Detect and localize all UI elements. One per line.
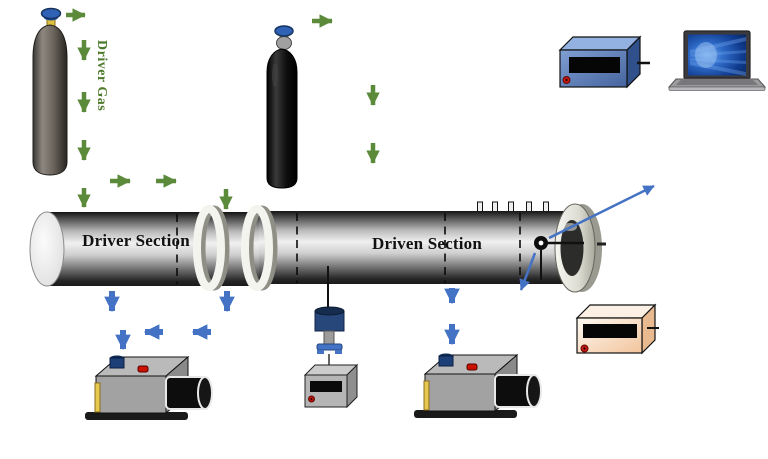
pump-motor-end <box>197 376 213 410</box>
driver-section-label: Driver Section <box>82 231 190 250</box>
vacuum-gauge <box>303 266 359 409</box>
pump-base <box>85 412 188 420</box>
power-button-center <box>565 78 568 82</box>
gauge-controller <box>303 363 359 409</box>
driven-section-tube <box>259 211 571 284</box>
flange-ring <box>241 205 273 291</box>
pump-handle <box>423 380 430 411</box>
gauge-head-top <box>314 306 345 316</box>
gauge-clamp-foot <box>335 350 342 354</box>
pump-switch-icon <box>137 365 149 373</box>
pump-inlet-cap <box>109 357 125 369</box>
oscilloscope-screen <box>569 57 620 73</box>
driver-gas-label: Driver Gas <box>94 40 109 112</box>
amplifier-box <box>575 303 659 355</box>
pump-inlet-cap <box>438 355 454 367</box>
valve-body <box>276 36 292 50</box>
laptop-computer <box>667 30 767 91</box>
gas-flow-arrows <box>66 8 380 210</box>
power-button-center <box>583 347 586 350</box>
laptop-front-lip <box>668 86 766 91</box>
vacuum-flow-arrows <box>104 288 460 351</box>
driver-gas-cylinder <box>32 7 68 176</box>
pump-front <box>95 375 167 414</box>
laptop-hinge <box>684 77 750 79</box>
sensor-center <box>538 240 544 246</box>
vacuum-pump-2 <box>414 353 542 418</box>
controller-display <box>310 381 342 392</box>
signal-arrow-to-computer-icon <box>548 184 655 240</box>
pump-handle <box>94 382 101 413</box>
driven-gas-cylinder <box>266 25 298 189</box>
pump-front <box>424 373 496 412</box>
pressure-sensor <box>534 236 584 280</box>
gauge-stem <box>323 330 335 345</box>
laptop-screen <box>688 34 746 76</box>
valve-handwheel-icon <box>40 7 62 20</box>
pump-switch-icon <box>466 363 478 371</box>
diaphragm-flange-1 <box>193 205 230 291</box>
vacuum-pump-1 <box>85 355 213 420</box>
driver-end-cap <box>29 211 65 287</box>
driven-section-label: Driven Section <box>372 234 482 253</box>
cylinder-highlight <box>272 63 278 87</box>
signal-arrows <box>519 184 655 291</box>
diaphragm-flange-2 <box>241 205 278 291</box>
cylinder-body <box>32 24 68 176</box>
section-divider-lines <box>176 213 521 284</box>
valve-handwheel-icon <box>274 25 294 37</box>
gauge-clamp-foot <box>317 350 324 354</box>
end-wall-flange <box>554 203 606 293</box>
oscilloscope <box>558 35 650 89</box>
gauge-clamp <box>316 343 343 351</box>
oscilloscope-top <box>558 36 642 51</box>
signal-arrow-to-amplifier-icon <box>519 252 537 291</box>
driver-section-tube <box>47 212 195 286</box>
pump-motor-end <box>526 374 542 408</box>
end-flange-bore <box>560 220 584 276</box>
flange-ring <box>193 205 225 291</box>
amplifier-display <box>583 324 637 338</box>
windows-wallpaper-icon <box>690 37 746 76</box>
cylinder-body <box>266 48 298 189</box>
laptop-keys <box>676 80 758 85</box>
power-button-center <box>310 398 313 400</box>
pump-base <box>414 410 517 418</box>
